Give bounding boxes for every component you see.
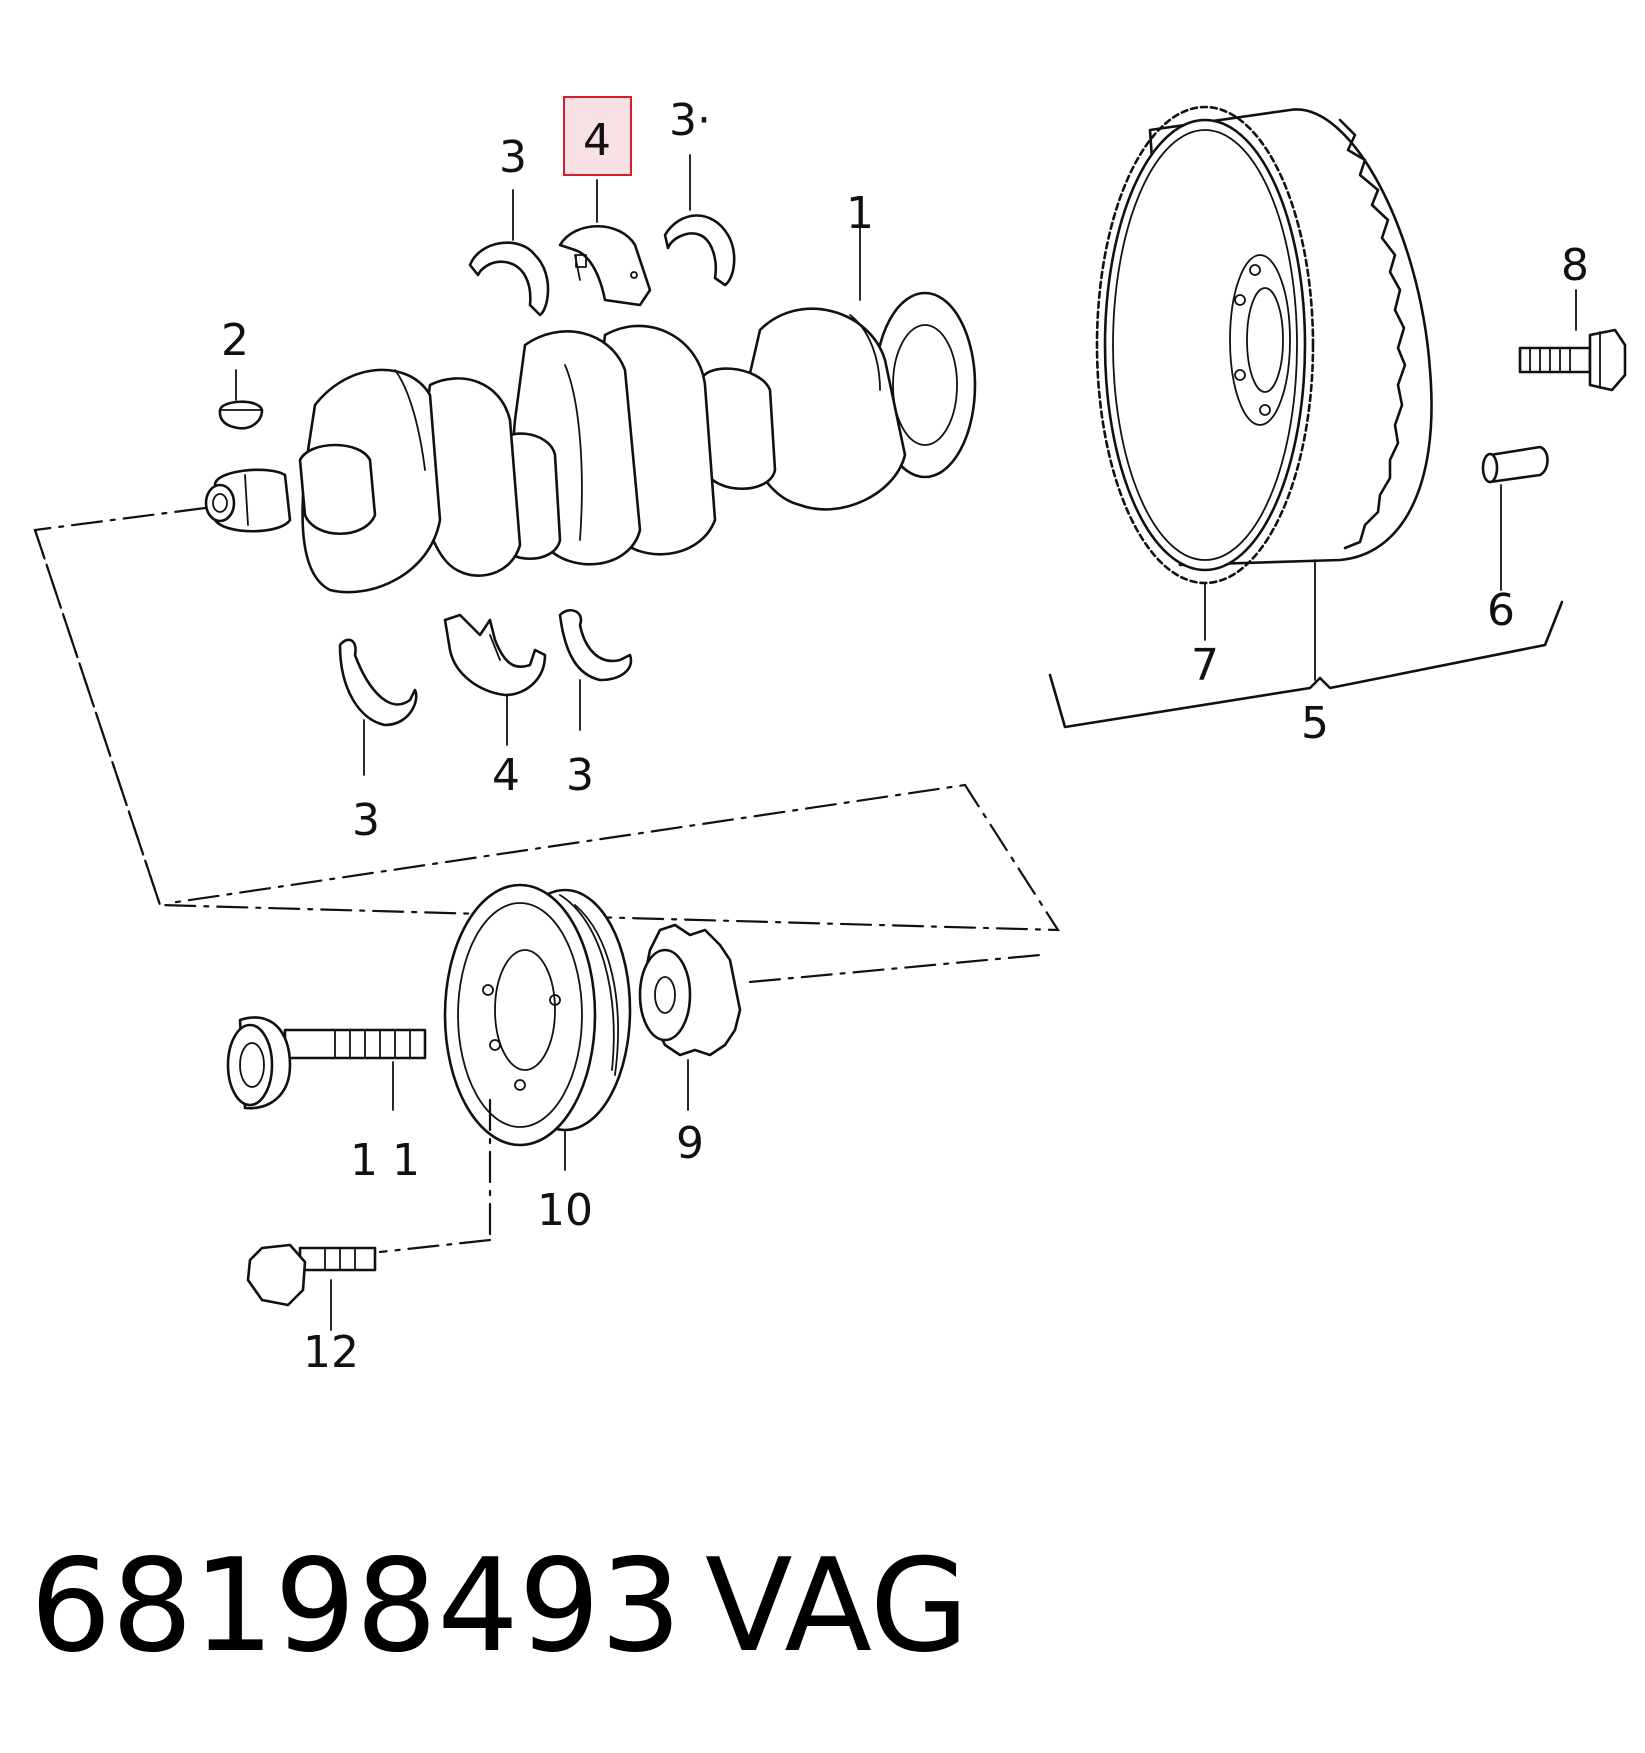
callout-labels: 1 2 3 4 3· 3 4 3 5 6 7 8 9 10 1 1 12 <box>221 95 1589 1378</box>
crankshaft-assembly-outline <box>33 506 1061 932</box>
callout-12[interactable]: 12 <box>303 1327 359 1378</box>
callout-3-top-left[interactable]: 3 <box>499 132 527 183</box>
pulley-bolt[interactable] <box>246 1243 377 1307</box>
callout-9[interactable]: 9 <box>676 1118 704 1169</box>
thrust-washer-bottom-right[interactable] <box>558 609 633 682</box>
callout-7[interactable]: 7 <box>1191 640 1219 691</box>
callout-2[interactable]: 2 <box>221 315 249 366</box>
thrust-washer-top-left[interactable] <box>468 241 550 317</box>
flywheel[interactable] <box>1095 105 1433 585</box>
central-bolt[interactable] <box>226 1016 427 1110</box>
callout-11[interactable]: 1 1 <box>350 1135 420 1186</box>
crankshaft[interactable] <box>204 291 977 594</box>
vibration-damper[interactable] <box>443 883 632 1147</box>
bearing-shell-top[interactable] <box>558 225 652 307</box>
woodruff-key[interactable] <box>218 400 264 430</box>
callout-1[interactable]: 1 <box>846 188 874 239</box>
callout-10[interactable]: 10 <box>537 1185 593 1236</box>
callout-5[interactable]: 5 <box>1301 698 1329 749</box>
leader-lines <box>235 154 1577 1331</box>
dowel-pin[interactable] <box>1481 445 1549 484</box>
part-number: 68198493 <box>30 1532 682 1681</box>
caption: 68198493 VAG <box>30 1532 969 1681</box>
callout-4-top[interactable]: 4 <box>583 115 611 166</box>
brand-name: VAG <box>705 1532 969 1681</box>
callout-3-bottom-left[interactable]: 3 <box>352 795 380 846</box>
crank-sprocket[interactable] <box>638 923 742 1057</box>
callout-6[interactable]: 6 <box>1487 585 1515 636</box>
highlight-box[interactable] <box>563 96 632 176</box>
callout-8[interactable]: 8 <box>1561 240 1589 291</box>
callout-3-bottom-right[interactable]: 3 <box>566 750 594 801</box>
flywheel-bolt[interactable] <box>1518 328 1627 392</box>
thrust-washer-bottom-left[interactable] <box>338 638 418 727</box>
thrust-washer-top-right[interactable] <box>663 214 736 287</box>
bearing-shell-bottom[interactable] <box>443 613 547 697</box>
callout-3-top-right[interactable]: 3· <box>669 95 711 146</box>
callout-4-bottom[interactable]: 4 <box>492 750 520 801</box>
flywheel-group-bracket <box>1048 600 1564 729</box>
